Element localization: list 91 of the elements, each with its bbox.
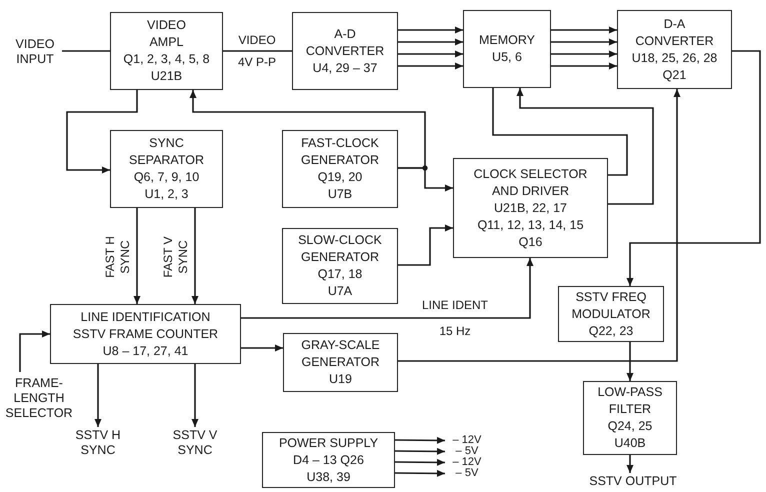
connector-line — [62, 50, 110, 52]
arrow — [398, 50, 463, 58]
component-list: Q24, 25 — [608, 418, 652, 435]
signal-label: SSTV V SYNC — [172, 428, 218, 458]
block-title: FAST-CLOCK GENERATOR — [300, 135, 380, 169]
component-list: U4, 29 – 37 — [312, 60, 378, 76]
signal-label: FRAME-LENGTH SELECTOR — [4, 376, 74, 420]
component-list: U21B, 22, 17 — [494, 200, 567, 216]
arrow — [395, 470, 445, 477]
block-title: SYNC SEPARATOR — [128, 135, 206, 169]
arrow — [551, 62, 617, 70]
component-list: U5, 6 — [492, 49, 522, 66]
arrow — [626, 50, 761, 286]
arrow — [398, 62, 463, 70]
block-title: LOW-PASS FILTER — [596, 384, 664, 418]
arrow — [551, 50, 617, 58]
edge-label: LINE IDENT 15 Hz — [420, 297, 489, 340]
component-list: Q1, 2, 3, 4, 5, 8 — [123, 51, 210, 68]
arrow — [192, 364, 198, 427]
arrow — [395, 448, 445, 455]
block-box — [50, 304, 241, 364]
signal-label: SSTV H SYNC — [74, 428, 122, 458]
edge-label: FAST V SYNC — [161, 235, 191, 280]
block-title: SLOW-CLOCK GENERATOR — [297, 232, 383, 266]
voltage-label: – 12V — [452, 435, 482, 446]
block-box — [617, 10, 732, 89]
block-title: SSTV FREQ MODULATOR — [570, 288, 652, 322]
arrow — [192, 208, 198, 304]
block-title: POWER SUPPLY — [278, 434, 378, 452]
voltage-label: – 5V — [456, 468, 478, 479]
block-box — [110, 12, 223, 90]
arrow — [66, 90, 138, 174]
block-box — [283, 333, 398, 392]
arrow — [94, 364, 102, 427]
arrow — [398, 224, 453, 266]
component-list: U7A — [328, 283, 352, 300]
block-box — [292, 12, 398, 90]
arrow — [398, 38, 463, 46]
block-box — [558, 286, 664, 342]
component-list: U7B — [328, 186, 352, 203]
edge-label: VIDEO 4V P-P — [236, 32, 277, 71]
arrow — [626, 455, 634, 473]
component-list: Q11, 12, 13, 14, 15 — [477, 216, 584, 234]
component-list: Q22, 23 — [588, 322, 634, 340]
arrow — [516, 88, 654, 205]
component-list: U19 — [329, 371, 352, 388]
block-box — [262, 432, 395, 488]
voltage-label: – 5V — [456, 446, 478, 457]
block-box — [463, 10, 551, 88]
block-title: GRAY-SCALE GENERATOR — [300, 337, 381, 371]
block-box — [282, 228, 398, 304]
block-title: CLOCK SELECTOR AND DRIVER — [472, 166, 588, 200]
component-list: U38, 39 — [306, 468, 350, 486]
arrow — [551, 26, 617, 34]
component-list: U21B — [150, 68, 182, 85]
component-list: Q16 — [518, 234, 542, 250]
arrow — [395, 458, 445, 466]
block-title: VIDEO AMPL — [146, 17, 187, 51]
signal-label: SSTV OUTPUT — [589, 474, 677, 489]
arrow — [395, 436, 445, 444]
arrow — [19, 330, 50, 372]
component-list: U8 – 17, 27, 41 — [102, 342, 188, 360]
connector-line — [223, 50, 292, 52]
component-list: Q17, 18 — [318, 266, 362, 283]
arrow — [241, 258, 534, 319]
arrow — [398, 167, 453, 192]
block-title: D-A CONVERTER — [634, 16, 715, 50]
block-box — [110, 130, 223, 208]
connector-line — [492, 88, 628, 176]
block-title: MEMORY — [478, 32, 536, 49]
component-list: Q19, 20 — [318, 169, 362, 186]
component-list: Q6, 7, 9, 10 — [134, 169, 200, 186]
arrow — [398, 26, 463, 34]
component-list: U1, 2, 3 — [144, 186, 188, 203]
block-box — [282, 130, 398, 208]
signal-label: VIDEO INPUT — [14, 37, 56, 67]
arrow — [241, 344, 283, 352]
block-box — [453, 158, 608, 258]
block-title: LINE IDENTIFICATION SSTV FRAME COUNTER — [72, 308, 220, 342]
edge-label: FAST H SYNC — [103, 235, 133, 280]
block-box — [583, 381, 677, 455]
component-list: U18, 25, 26, 28 — [632, 50, 718, 66]
component-list: D4 – 13 Q26 — [293, 452, 364, 468]
arrow — [626, 342, 634, 381]
component-list: U40B — [614, 435, 646, 452]
arrow — [134, 208, 140, 304]
arrow — [398, 89, 680, 362]
block-title: A-D CONVERTER — [304, 26, 386, 60]
component-list: Q21 — [662, 66, 686, 84]
voltage-label: – 12V — [452, 457, 482, 468]
arrow — [551, 38, 617, 46]
